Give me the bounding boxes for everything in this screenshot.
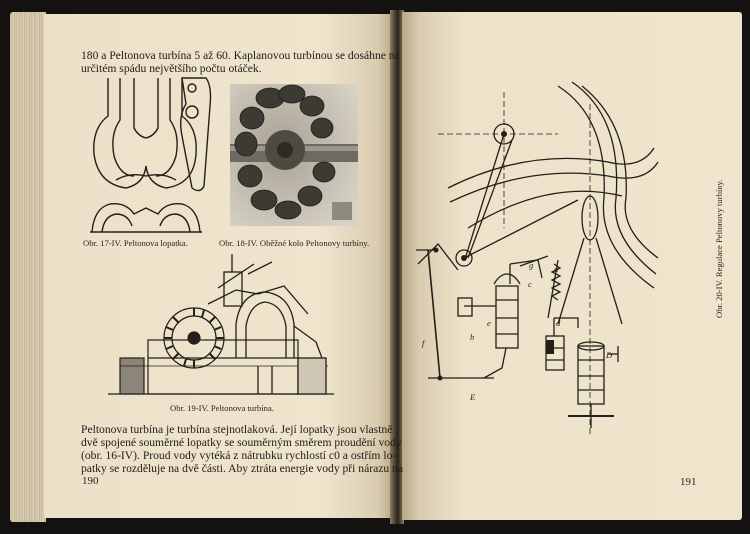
page-number-right: 191 bbox=[680, 476, 697, 488]
label-E: E bbox=[470, 392, 476, 402]
figure-pelton-bucket bbox=[90, 77, 212, 233]
figure-pelton-runner-photo bbox=[230, 84, 358, 226]
label-g: g bbox=[529, 260, 534, 270]
label-D: D bbox=[606, 350, 613, 360]
body-line-4: patky se rozděluje na dvě části. Aby ztr… bbox=[81, 462, 404, 475]
body-line-3: (obr. 16-IV). Proud vody vytéká z nátrub… bbox=[81, 449, 397, 462]
page-edges bbox=[10, 12, 46, 522]
book-gutter bbox=[390, 10, 404, 524]
caption-fig17: Obr. 17-IV. Peltonova lopatka. bbox=[83, 238, 188, 248]
body-line-2: dvě spojené souměrné lopatky se souměrný… bbox=[81, 436, 402, 449]
label-f: f bbox=[422, 338, 425, 348]
figure-pelton-turbine bbox=[108, 254, 334, 395]
label-a: a bbox=[554, 264, 559, 274]
caption-fig18: Obr. 18-IV. Oběžné kolo Peltonovy turbín… bbox=[219, 238, 370, 248]
label-b: b bbox=[470, 332, 475, 342]
intro-line-1: 180 a Peltonova turbína 5 až 60. Kaplano… bbox=[81, 49, 400, 62]
caption-fig19: Obr. 19-IV. Peltonova turbína. bbox=[170, 403, 274, 413]
label-d: d bbox=[556, 318, 561, 328]
intro-line-2: určitém spádu největšího počtu otáček. bbox=[81, 62, 262, 75]
label-e: e bbox=[487, 318, 491, 328]
caption-fig20: Obr. 20-IV. Regulace Peltonovy turbíny. bbox=[714, 179, 724, 318]
body-line-1: Peltonova turbína je turbína stejnotlako… bbox=[81, 423, 393, 436]
label-c: c bbox=[528, 279, 532, 289]
figure-pelton-governor bbox=[416, 81, 659, 434]
page-number-left: 190 bbox=[82, 475, 99, 487]
